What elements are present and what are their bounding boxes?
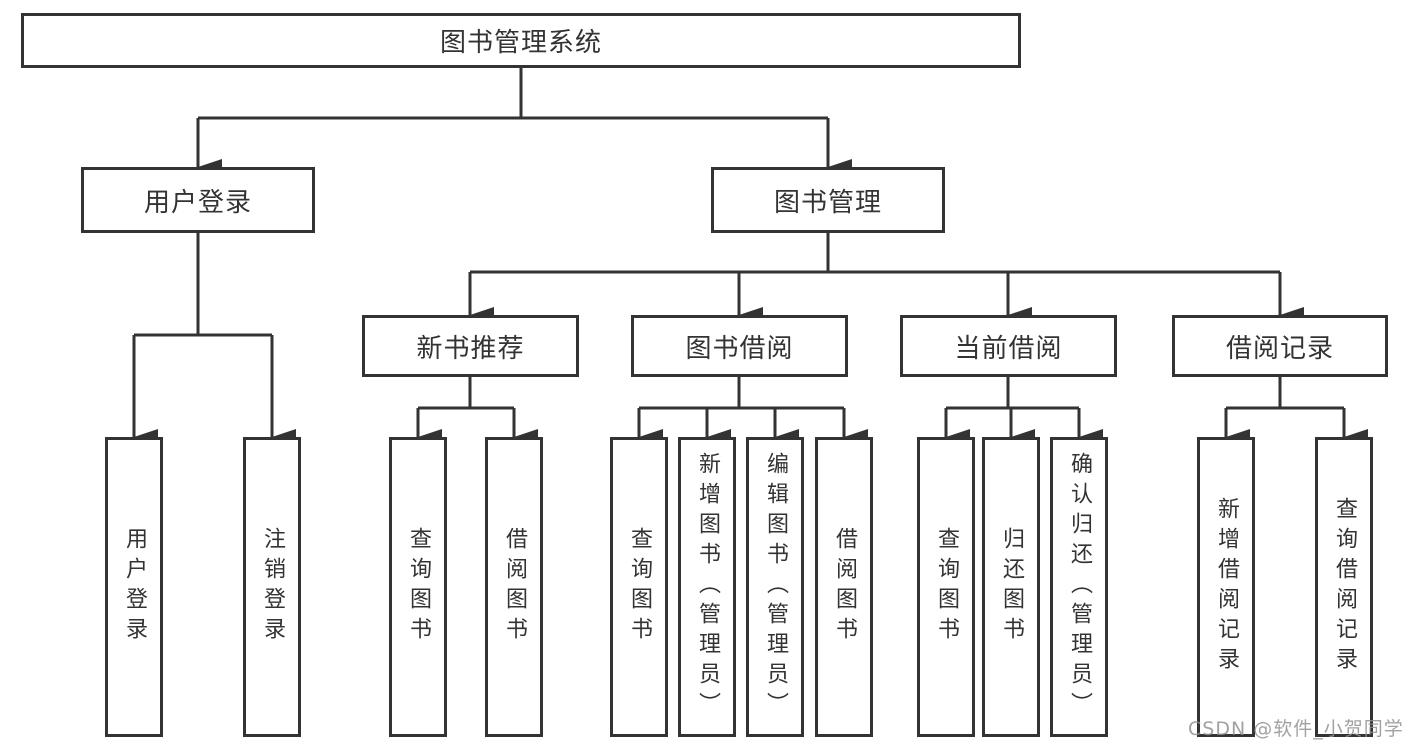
leaf-label: 查询图书 — [934, 527, 959, 647]
leaf-return-book: 归还图书 — [982, 437, 1040, 737]
node-book-management: 图书管理 — [711, 167, 945, 233]
leaf-label: 归还图书 — [999, 527, 1024, 647]
node-current-borrow: 当前借阅 — [900, 315, 1117, 377]
leaf-confirm-return-admin: 确认归还（管理员） — [1050, 437, 1108, 737]
leaf-label: 确认归还（管理员） — [1067, 452, 1092, 722]
leaf-label: 新增图书（管理员） — [695, 452, 720, 722]
node-new-book-recommend: 新书推荐 — [362, 315, 579, 377]
leaf-query-books-recommend: 查询图书 — [389, 437, 447, 737]
leaf-query-borrow-record: 查询借阅记录 — [1315, 437, 1373, 737]
leaf-query-books-borrow: 查询图书 — [610, 437, 668, 737]
csdn-watermark: CSDN @软件_小贺同学 — [1188, 718, 1404, 740]
leaf-logout: 注销登录 — [243, 437, 301, 737]
leaf-label: 注销登录 — [260, 527, 285, 647]
leaf-user-login: 用户登录 — [105, 437, 163, 737]
leaf-add-borrow-record: 新增借阅记录 — [1197, 437, 1255, 737]
leaf-label: 查询图书 — [627, 527, 652, 647]
leaf-edit-book-admin: 编辑图书（管理员） — [746, 437, 804, 737]
node-root: 图书管理系统 — [21, 13, 1021, 68]
leaf-label: 编辑图书（管理员） — [763, 452, 788, 722]
leaf-query-books-current: 查询图书 — [917, 437, 975, 737]
leaf-borrow-book-recommend: 借阅图书 — [485, 437, 543, 737]
leaf-label: 用户登录 — [122, 527, 147, 647]
leaf-label: 新增借阅记录 — [1214, 497, 1239, 677]
leaf-label: 借阅图书 — [502, 527, 527, 647]
node-book-borrow: 图书借阅 — [631, 315, 848, 377]
leaf-add-book-admin: 新增图书（管理员） — [678, 437, 736, 737]
node-borrow-records: 借阅记录 — [1172, 315, 1388, 377]
leaf-borrow-book: 借阅图书 — [815, 437, 873, 737]
node-user-login: 用户登录 — [81, 167, 315, 233]
leaf-label: 查询借阅记录 — [1332, 497, 1357, 677]
leaf-label: 查询图书 — [406, 527, 431, 647]
leaf-label: 借阅图书 — [832, 527, 857, 647]
